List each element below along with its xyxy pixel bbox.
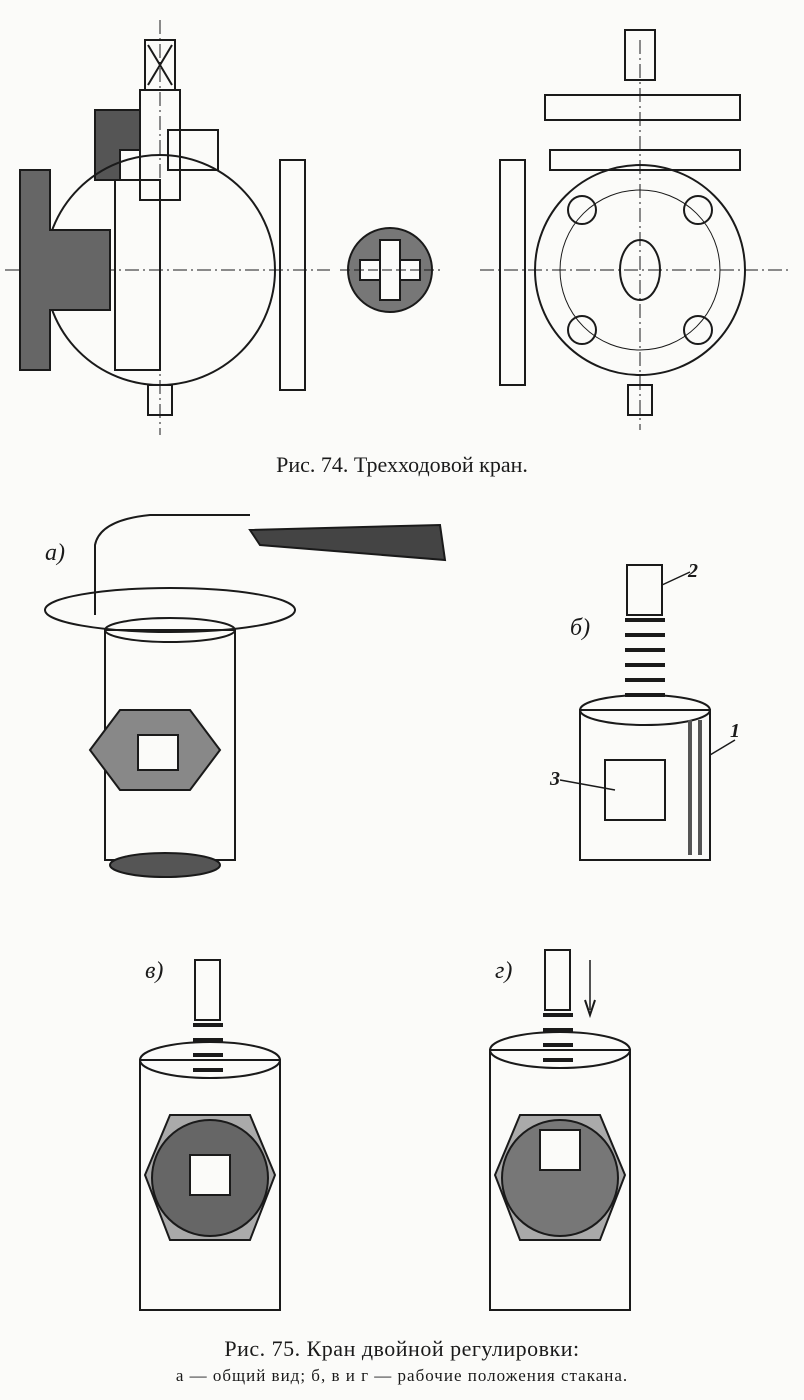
figure-75-caption: Рис. 75. Кран двойной регулировки: [224, 1336, 580, 1361]
panel-label-b: б) [570, 615, 591, 641]
plug-cross-section [340, 227, 440, 313]
callout-1: 1 [730, 720, 740, 742]
panel-label-g: г) [495, 958, 513, 984]
sleeve-position-b [559, 564, 736, 861]
panel-label-v: в) [145, 958, 164, 984]
sleeve-position-g [489, 949, 631, 1311]
figure-75-subcaption: а — общий вид; б, в и г — рабочие положе… [175, 1366, 629, 1385]
double-regulation-valve-general-view [44, 514, 447, 878]
figure-74-caption: Рис. 74. Трехходовой кран. [276, 452, 528, 477]
callout-3: 3 [550, 768, 560, 790]
panel-label-a: а) [45, 540, 65, 566]
three-way-valve-end-view [480, 29, 790, 430]
three-way-valve-section [5, 20, 330, 435]
sleeve-position-v [139, 959, 281, 1311]
callout-2: 2 [688, 560, 698, 582]
